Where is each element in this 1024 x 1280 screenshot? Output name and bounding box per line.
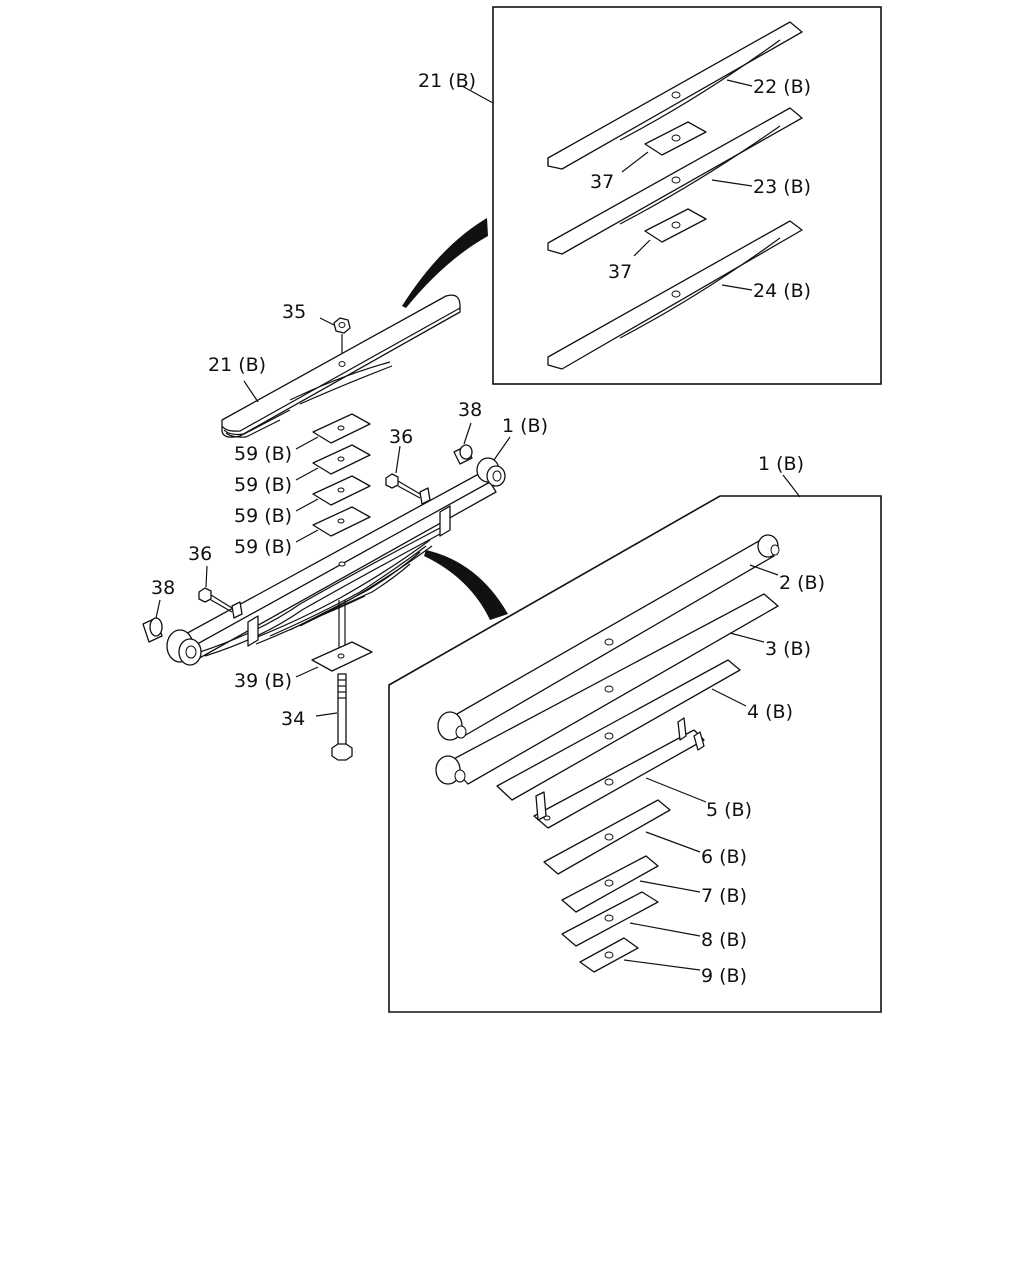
label-bolt-36-right: 36 bbox=[389, 426, 413, 448]
label-leaf-8: 8 (B) bbox=[701, 929, 747, 951]
pad-59-3 bbox=[312, 475, 371, 506]
detail-arrow-lower bbox=[424, 550, 508, 620]
bolt-36-left bbox=[198, 587, 243, 619]
center-bolt-34 bbox=[331, 673, 353, 761]
label-leaf-24: 24 (B) bbox=[753, 280, 811, 302]
label-leaf-5: 5 (B) bbox=[706, 799, 752, 821]
label-bush-38-right: 38 bbox=[458, 399, 482, 421]
label-bolt-36-left: 36 bbox=[188, 543, 212, 565]
label-leaf-9: 9 (B) bbox=[701, 965, 747, 987]
lower-detail-leader bbox=[782, 474, 801, 498]
label-pad-59-2: 59 (B) bbox=[234, 474, 292, 496]
leaf-4 bbox=[496, 659, 741, 801]
upper-detail-frame bbox=[492, 6, 882, 385]
bush-38-right bbox=[453, 444, 473, 465]
pad-59-2 bbox=[312, 444, 371, 475]
upper-pack-detail-box: 21 (B) 22 (B) 37 23 (B) 37 bbox=[418, 6, 882, 385]
label-leaf-2: 2 (B) bbox=[779, 572, 825, 594]
detail-arrow-upper bbox=[402, 218, 488, 308]
label-liner-37-b: 37 bbox=[608, 261, 632, 283]
label-liner-37-a: 37 bbox=[590, 171, 614, 193]
leaf-9 bbox=[579, 937, 639, 973]
label-spring-assembly: 1 (B) bbox=[502, 415, 548, 437]
bush-38-left bbox=[142, 617, 163, 643]
label-pack-upper-box: 21 (B) bbox=[418, 70, 476, 92]
label-spring-assembly-box: 1 (B) bbox=[758, 453, 804, 475]
label-pad-39: 39 (B) bbox=[234, 670, 292, 692]
label-center-bolt-34: 34 bbox=[281, 708, 305, 730]
bolt-36-right bbox=[385, 473, 431, 505]
leaf-24 bbox=[547, 220, 803, 370]
label-pad-59-1: 59 (B) bbox=[234, 443, 292, 465]
label-pad-59-4: 59 (B) bbox=[234, 536, 292, 558]
label-leaf-23: 23 (B) bbox=[753, 176, 811, 198]
upper-detail-leader bbox=[461, 85, 494, 104]
label-leaf-22: 22 (B) bbox=[753, 76, 811, 98]
label-nut-35: 35 bbox=[282, 301, 306, 323]
main-leaf-spring-1 bbox=[166, 457, 506, 666]
label-pack-upper: 21 (B) bbox=[208, 354, 266, 376]
label-leaf-3: 3 (B) bbox=[765, 638, 811, 660]
leaf-8 bbox=[561, 891, 659, 947]
upper-leaf-pack-21 bbox=[221, 294, 461, 438]
label-leaf-7: 7 (B) bbox=[701, 885, 747, 907]
label-pad-59-3: 59 (B) bbox=[234, 505, 292, 527]
pad-59-1 bbox=[312, 413, 371, 444]
leaf-3 bbox=[435, 593, 779, 785]
spring-assembly-detail-box: 1 (B) 2 (B) 3 (B) 4 (B) bbox=[388, 453, 882, 1013]
pad-59-4 bbox=[312, 506, 371, 537]
leaf-5 bbox=[533, 717, 705, 829]
leaf-7 bbox=[561, 855, 659, 913]
leaf-2 bbox=[437, 534, 780, 741]
leaf-23 bbox=[547, 107, 803, 255]
pad-39 bbox=[311, 641, 373, 672]
lower-detail-frame bbox=[388, 495, 882, 1013]
label-leaf-6: 6 (B) bbox=[701, 846, 747, 868]
label-bush-38-left: 38 bbox=[151, 577, 175, 599]
leaf-6 bbox=[543, 799, 671, 875]
leaf-22 bbox=[547, 21, 803, 170]
label-leaf-4: 4 (B) bbox=[747, 701, 793, 723]
